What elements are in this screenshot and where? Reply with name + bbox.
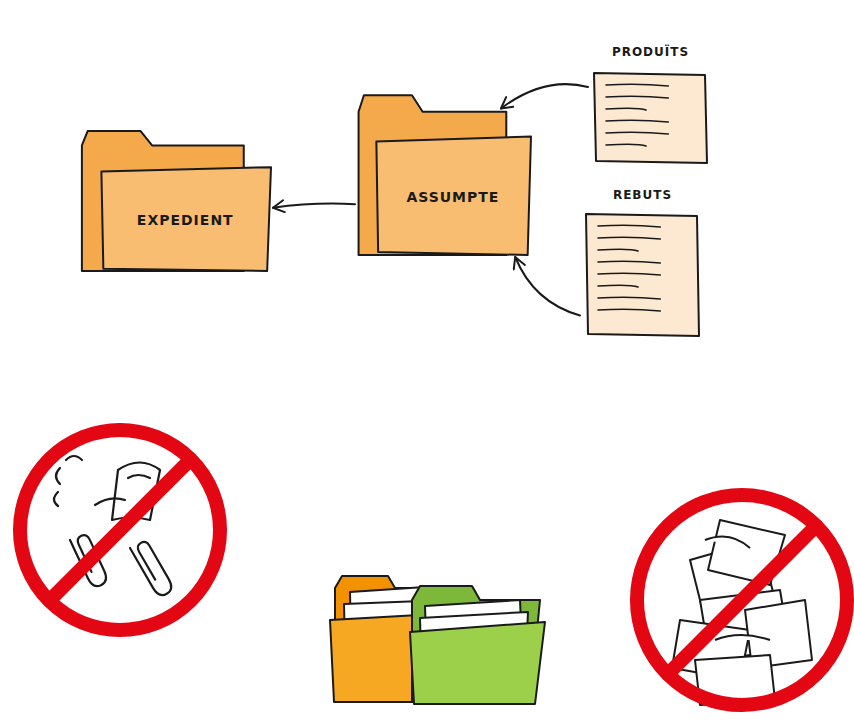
folder-node: EXPEDIENT [78, 128, 273, 273]
document-node: REBUTS [580, 188, 705, 338]
folder-label-area: EXPEDIENT [101, 172, 269, 269]
flow-arrow [273, 204, 355, 208]
folder-label: EXPEDIENT [137, 212, 234, 228]
tidy-folders [330, 576, 545, 704]
document-heading: REBUTS [580, 188, 705, 202]
flow-arrow [501, 84, 588, 108]
folder-shape [355, 92, 533, 257]
folder-shape [78, 128, 273, 273]
document-heading: PRODUÏTS [588, 45, 713, 59]
folder-label-area: ASSUMPTE [376, 142, 529, 253]
flow-arrow [515, 257, 580, 316]
document-shape [580, 212, 705, 338]
forbidden-mess [637, 495, 847, 705]
forbidden-clips [20, 430, 220, 630]
folder-label: ASSUMPTE [406, 189, 499, 205]
document-shape [588, 71, 713, 165]
document-node: PRODUÏTS [588, 45, 713, 165]
folder-node: ASSUMPTE [355, 92, 533, 257]
